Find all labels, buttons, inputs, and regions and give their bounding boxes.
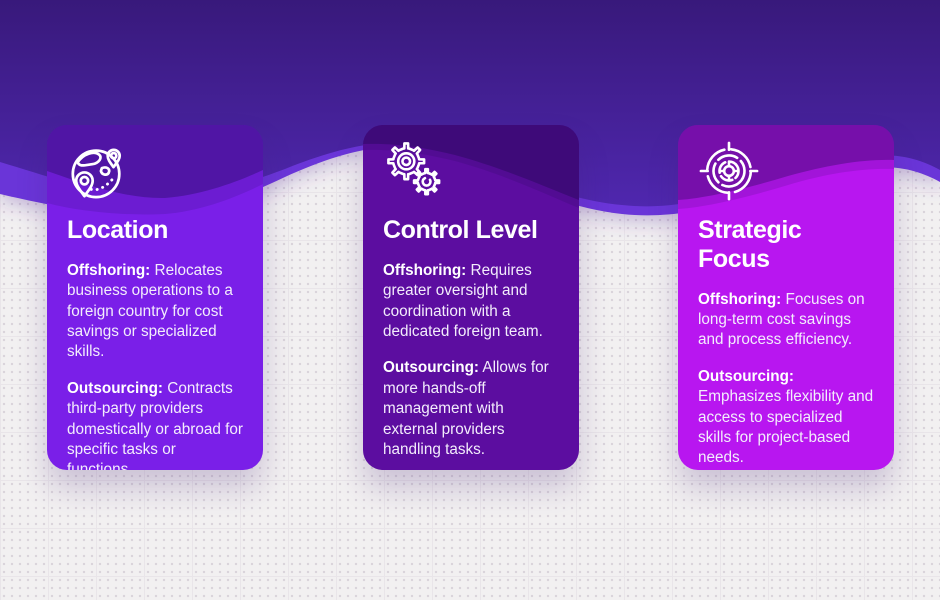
card-location: Location Offshoring: Relocates business … (47, 125, 263, 470)
outsourcing-paragraph: Outsourcing: Contracts third-party provi… (67, 379, 243, 470)
offshoring-label: Offshoring: (67, 261, 151, 279)
outsourcing-text: Allows for more hands-off management wit… (383, 359, 549, 458)
card-wave-overlay (47, 125, 263, 215)
target-icon (698, 140, 760, 202)
offshoring-label: Offshoring: (698, 290, 782, 308)
offshoring-paragraph: Offshoring: Requires greater oversight a… (383, 261, 559, 343)
outsourcing-paragraph: Outsourcing: Emphasizes flexibility and … (698, 367, 874, 469)
outsourcing-label: Outsourcing: (67, 379, 164, 397)
offshoring-text: Focuses on long-term cost savings and pr… (698, 290, 865, 349)
offshoring-text: Requires greater oversight and coordinat… (383, 261, 543, 340)
outsourcing-paragraph: Outsourcing: Allows for more hands-off m… (383, 358, 559, 460)
outsourcing-label: Outsourcing: (383, 359, 480, 377)
card-wave-overlay (363, 125, 579, 208)
card-title: Strategic Focus (698, 216, 802, 273)
offshoring-paragraph: Offshoring: Relocates business operation… (67, 261, 243, 363)
outsourcing-label: Outsourcing: (698, 367, 795, 385)
card-strategic-focus: Strategic Focus Offshoring: Focuses on l… (678, 125, 894, 470)
card-title: Location (67, 216, 168, 244)
offshoring-paragraph: Offshoring: Focuses on long-term cost sa… (698, 290, 874, 351)
gears-icon (383, 140, 445, 202)
outsourcing-text: Emphasizes flexibility and access to spe… (698, 388, 874, 467)
globe-location-pins-icon (67, 140, 129, 202)
offshoring-label: Offshoring: (383, 261, 467, 279)
outsourcing-text: Contracts third-party providers domestic… (67, 379, 243, 470)
card-title: Control Level (383, 216, 538, 244)
offshoring-text: Relocates business operations to a forei… (67, 261, 233, 361)
card-control-level: Control Level Offshoring: Requires great… (363, 125, 579, 470)
